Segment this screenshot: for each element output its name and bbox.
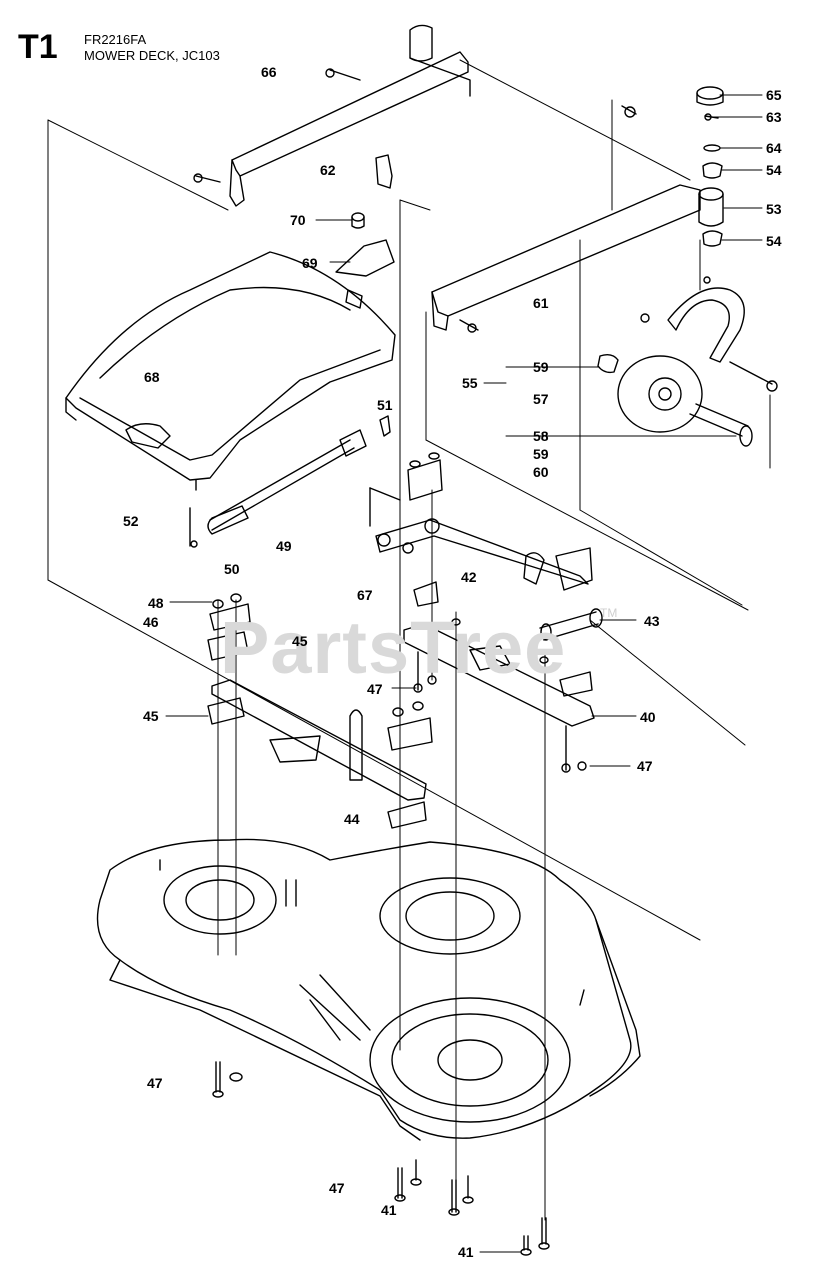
callout-44: 44 xyxy=(344,811,360,827)
callout-41: 41 xyxy=(458,1244,474,1260)
gauge-wheel-parts xyxy=(597,86,778,447)
callout-55: 55 xyxy=(462,375,478,391)
callout-70: 70 xyxy=(290,212,306,228)
deck-cover-68 xyxy=(65,251,396,491)
callout-57: 57 xyxy=(533,391,549,407)
linkage-rod xyxy=(189,415,391,548)
callout-62: 62 xyxy=(320,162,336,178)
callout-66: 66 xyxy=(261,64,277,80)
callout-54: 54 xyxy=(766,233,782,249)
watermark-tm: TM xyxy=(600,606,618,620)
callout-63: 63 xyxy=(766,109,782,125)
callout-67: 67 xyxy=(357,587,373,603)
callout-65: 65 xyxy=(766,87,782,103)
lift-bar-66 xyxy=(193,24,471,207)
section-code: T1 xyxy=(18,28,58,66)
callout-68: 68 xyxy=(144,369,160,385)
callout-69: 69 xyxy=(302,255,318,271)
bracket-69 xyxy=(335,212,395,309)
lift-arm-61 xyxy=(431,105,701,333)
callout-61: 61 xyxy=(533,295,549,311)
callout-51: 51 xyxy=(377,397,393,413)
mower-deck-shell xyxy=(96,838,641,1141)
callout-54: 54 xyxy=(766,162,782,178)
guide-lines xyxy=(47,59,771,1221)
callout-48: 48 xyxy=(148,595,164,611)
callout-64: 64 xyxy=(766,140,782,156)
callout-59: 59 xyxy=(533,359,549,375)
callout-47: 47 xyxy=(329,1180,345,1196)
model-number: FR2216FA xyxy=(84,32,147,47)
callout-59: 59 xyxy=(533,446,549,462)
callout-42: 42 xyxy=(461,569,477,585)
callout-47: 47 xyxy=(147,1075,163,1091)
callout-47: 47 xyxy=(637,758,653,774)
callout-40: 40 xyxy=(640,709,656,725)
deck-bolts xyxy=(212,1061,550,1256)
leader-lines xyxy=(165,94,763,1253)
callout-53: 53 xyxy=(766,201,782,217)
bracket-62 xyxy=(375,154,393,189)
callout-41: 41 xyxy=(381,1202,397,1218)
callout-50: 50 xyxy=(224,561,240,577)
hanger-bar-44 xyxy=(207,593,433,829)
callout-49: 49 xyxy=(276,538,292,554)
callout-52: 52 xyxy=(123,513,139,529)
callout-43: 43 xyxy=(644,613,660,629)
hanger-bar-40 xyxy=(403,618,595,773)
callout-46: 46 xyxy=(143,614,159,630)
diagram-title: MOWER DECK, JC103 xyxy=(84,48,220,63)
front-pivot-42 xyxy=(369,452,603,641)
callout-47: 47 xyxy=(367,681,383,697)
watermark: PartsTree xyxy=(220,606,567,689)
callout-45: 45 xyxy=(143,708,159,724)
callout-45: 45 xyxy=(292,633,308,649)
callout-60: 60 xyxy=(533,464,549,480)
callout-58: 58 xyxy=(533,428,549,444)
